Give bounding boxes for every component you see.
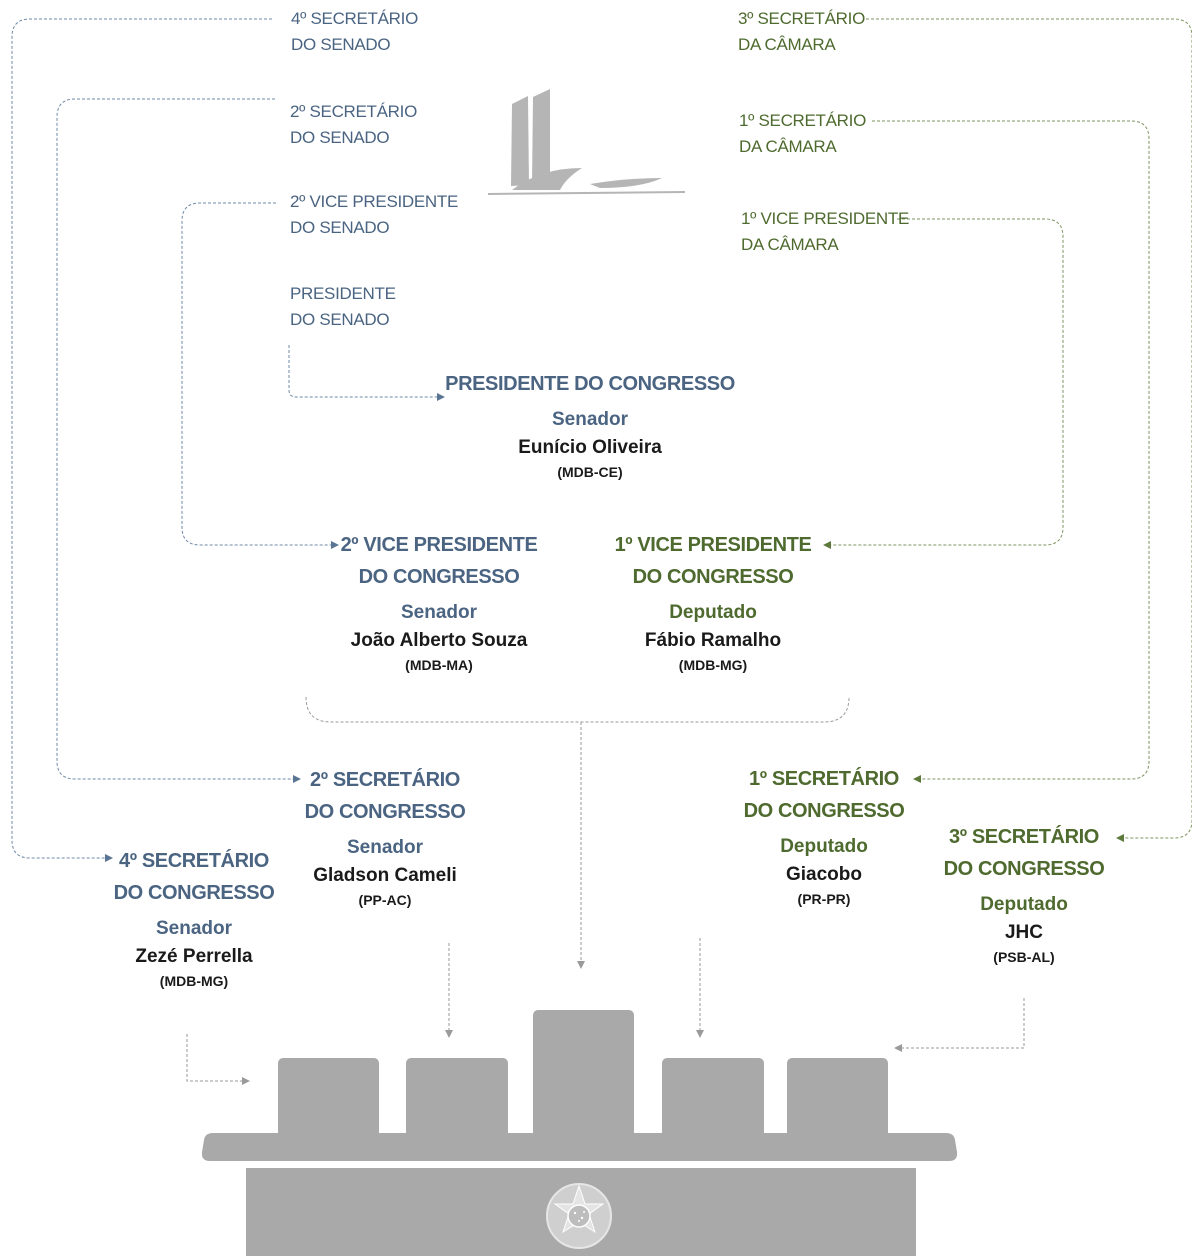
position-title: 2º VICE PRESIDENTE: [340, 534, 538, 556]
label-line: 2º SECRETÁRIO: [290, 102, 418, 121]
connector-camvp1: [823, 218, 1064, 549]
member-name: JHC: [1004, 922, 1043, 943]
connector-senvp2: [181, 202, 339, 549]
chair-2: [406, 1058, 508, 1140]
position-title: 4º SECRETÁRIO: [119, 850, 269, 872]
member-party: (MDB-MG): [159, 973, 229, 989]
label-line: DA CÂMARA: [738, 35, 836, 54]
coat-of-arms-icon: [546, 1183, 612, 1249]
congress-4th-secretary-block: 4º SECRETÁRIO DO CONGRESSO Senador Zezé …: [114, 845, 275, 991]
connector-cam1: [872, 120, 1150, 783]
congress-2nd-vice-president-block: 2º VICE PRESIDENTE DO CONGRESSO Senador …: [341, 529, 538, 675]
member-name: Fábio Ramalho: [644, 630, 782, 651]
label-line: PRESIDENTE: [290, 284, 396, 303]
member-name: Eunício Oliveira: [518, 437, 662, 458]
bracket-vice-presidents: [305, 696, 850, 723]
member-party: (PSB-AL): [993, 949, 1055, 965]
congress-1st-vice-president-block: 1º VICE PRESIDENTE DO CONGRESSO Deputado…: [615, 529, 812, 675]
chair-4: [662, 1058, 764, 1140]
congress-3rd-secretary-block: 3º SECRETÁRIO DO CONGRESSO Deputado JHC …: [944, 821, 1105, 967]
label-senate-4th-secretary: 4º SECRETÁRIO DO SENADO: [291, 6, 418, 58]
label-line: 3º SECRETÁRIO: [738, 9, 866, 28]
member-party: (PP-AC): [358, 892, 412, 908]
label-line: 1º SECRETÁRIO: [739, 111, 867, 130]
connector-sen4: [11, 18, 272, 862]
member-party: (PR-PR): [797, 891, 851, 907]
member-party: (MDB-MG): [678, 657, 748, 673]
congress-2nd-secretary-block: 2º SECRETÁRIO DO CONGRESSO Senador Glads…: [305, 764, 466, 910]
position-title: DO CONGRESSO: [113, 882, 275, 904]
member-role: Senador: [400, 602, 478, 623]
label-senate-2nd-vice-president: 2º VICE PRESIDENTE DO SENADO: [290, 189, 458, 241]
connector-senpres: [288, 345, 445, 401]
label-line: DA CÂMARA: [741, 235, 839, 254]
chair-1: [278, 1058, 379, 1140]
label-chamber-3rd-secretary: 3º SECRETÁRIO DA CÂMARA: [738, 6, 865, 58]
member-name: Giacobo: [785, 864, 862, 885]
chair-3: [533, 1010, 634, 1140]
position-title: DO CONGRESSO: [358, 566, 520, 588]
congress-president-block: PRESIDENTE DO CONGRESSO Senador Eunício …: [445, 368, 735, 482]
congress-1st-secretary-block: 1º SECRETÁRIO DO CONGRESSO Deputado Giac…: [744, 763, 905, 909]
member-role: Deputado: [780, 836, 868, 857]
arrow-to-seat-5: [894, 998, 1025, 1052]
position-title: DO CONGRESSO: [743, 800, 905, 822]
member-name: Gladson Cameli: [313, 865, 457, 886]
member-role: Senador: [155, 918, 233, 939]
connector-sen2: [56, 98, 301, 783]
label-line: 4º SECRETÁRIO: [291, 9, 419, 28]
position-title: 3º SECRETÁRIO: [949, 826, 1099, 848]
label-line: DA CÂMARA: [739, 137, 837, 156]
position-title: DO CONGRESSO: [943, 858, 1105, 880]
member-party: (MDB-CE): [557, 464, 623, 480]
chairs: [278, 1010, 888, 1140]
label-line: 1º VICE PRESIDENTE: [741, 209, 910, 228]
connector-cam3: [866, 18, 1192, 842]
label-line: DO SENADO: [291, 35, 391, 54]
table-top: [201, 1133, 958, 1161]
label-line: 2º VICE PRESIDENTE: [290, 192, 459, 211]
arrow-to-seat-1: [186, 1034, 250, 1085]
position-title: 1º SECRETÁRIO: [749, 768, 899, 790]
position-title: DO CONGRESSO: [632, 566, 794, 588]
congress-building-icon: [488, 89, 685, 195]
member-role: Senador: [551, 409, 629, 430]
chair-5: [787, 1058, 888, 1140]
label-line: DO SENADO: [290, 128, 390, 147]
position-title: DO CONGRESSO: [304, 801, 466, 823]
position-title: 2º SECRETÁRIO: [310, 769, 460, 791]
member-party: (MDB-MA): [405, 657, 473, 673]
label-chamber-1st-secretary: 1º SECRETÁRIO DA CÂMARA: [739, 108, 866, 160]
member-role: Deputado: [669, 602, 757, 623]
label-senate-president: PRESIDENTE DO SENADO: [290, 281, 396, 333]
label-chamber-1st-vice-president: 1º VICE PRESIDENTE DA CÂMARA: [741, 206, 909, 258]
member-role: Deputado: [980, 894, 1068, 915]
member-name: João Alberto Souza: [350, 630, 528, 651]
label-senate-2nd-secretary: 2º SECRETÁRIO DO SENADO: [290, 99, 417, 151]
member-role: Senador: [346, 837, 424, 858]
congress-president-title: PRESIDENTE DO CONGRESSO: [445, 373, 735, 395]
label-line: DO SENADO: [290, 218, 390, 237]
member-name: Zezé Perrella: [135, 946, 253, 967]
position-title: 1º VICE PRESIDENTE: [614, 534, 812, 556]
label-line: DO SENADO: [290, 310, 390, 329]
